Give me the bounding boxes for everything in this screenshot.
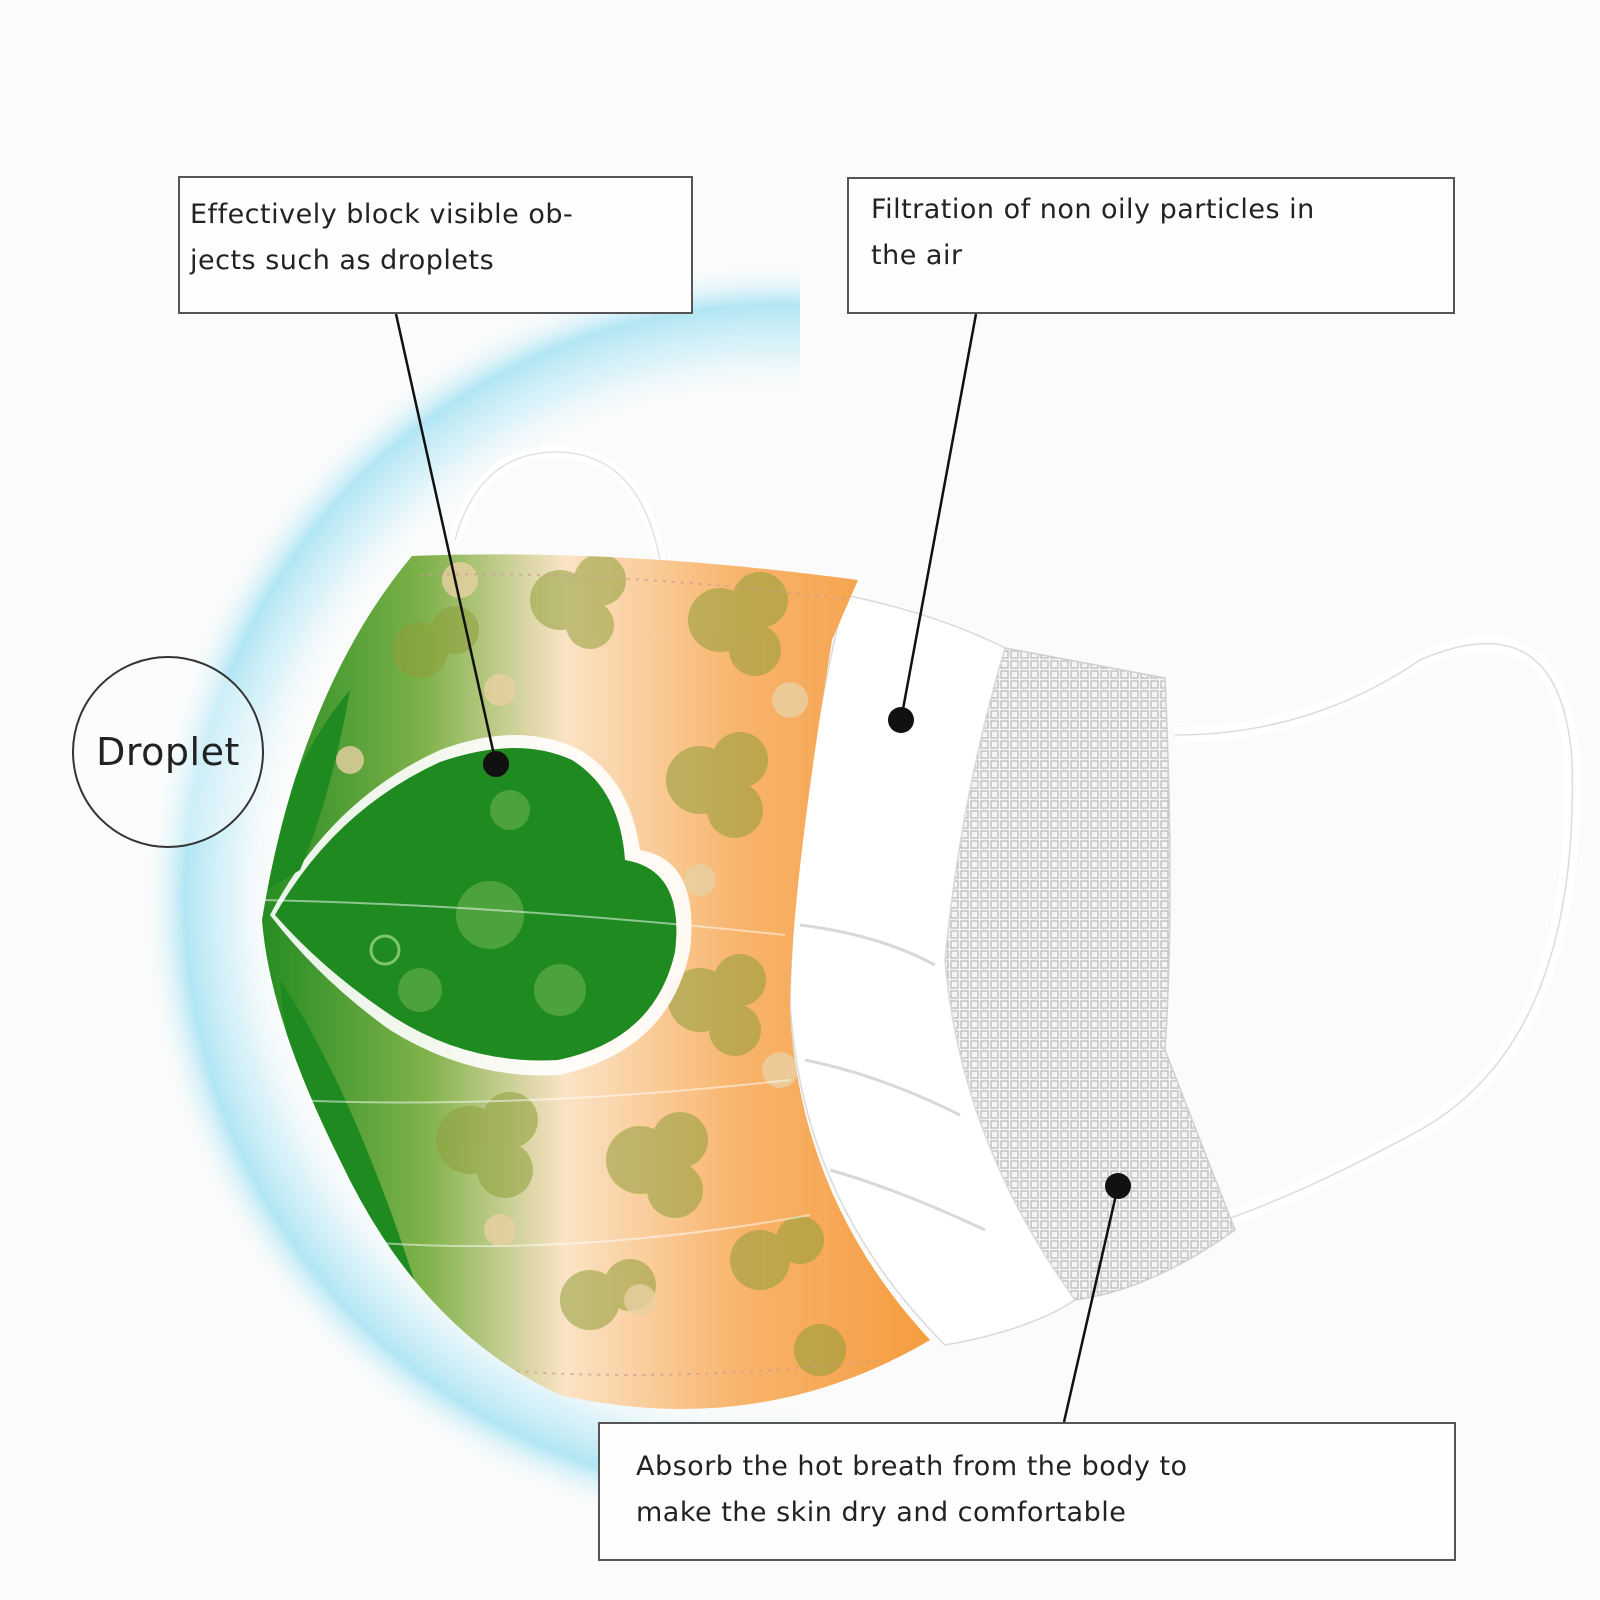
- callout-filtration: Filtration of non oily particles in the …: [847, 177, 1455, 314]
- droplet-badge: Droplet: [72, 656, 264, 848]
- marker-inner-layer: [1105, 1173, 1131, 1199]
- right-ear-loop: [1174, 635, 1581, 1228]
- leader-line-filtration: [899, 313, 978, 721]
- green-leaf-stem: [280, 980, 430, 1330]
- flower-pattern: [336, 562, 808, 1316]
- pleat-line: [799, 923, 936, 967]
- callout-absorb-line1: Absorb the hot breath from the body to: [636, 1451, 1188, 1482]
- marker-middle-layer: [888, 707, 914, 733]
- leader-line-block: [394, 313, 498, 765]
- callout-block-droplets: Effectively block visible ob- jects such…: [178, 176, 693, 314]
- pleat-line: [829, 1168, 986, 1232]
- droplet-label: Droplet: [96, 730, 240, 774]
- callout-filtration-line2: the air: [871, 240, 963, 271]
- callout-block-line2: jects such as droplets: [190, 245, 495, 276]
- clover-pattern: [392, 554, 846, 1376]
- callout-absorb-line2: make the skin dry and comfortable: [636, 1497, 1127, 1528]
- leader-line-absorb: [1062, 1185, 1120, 1423]
- marker-outer-layer: [483, 751, 509, 777]
- left-ear-loop-outline: [454, 451, 661, 561]
- callout-filtration-line1: Filtration of non oily particles in: [871, 194, 1315, 225]
- callout-absorb: Absorb the hot breath from the body to m…: [598, 1422, 1456, 1561]
- callout-block-line1: Effectively block visible ob-: [190, 199, 574, 230]
- pleat-line: [804, 1058, 961, 1117]
- right-ear-loop-outline: [1174, 642, 1574, 1221]
